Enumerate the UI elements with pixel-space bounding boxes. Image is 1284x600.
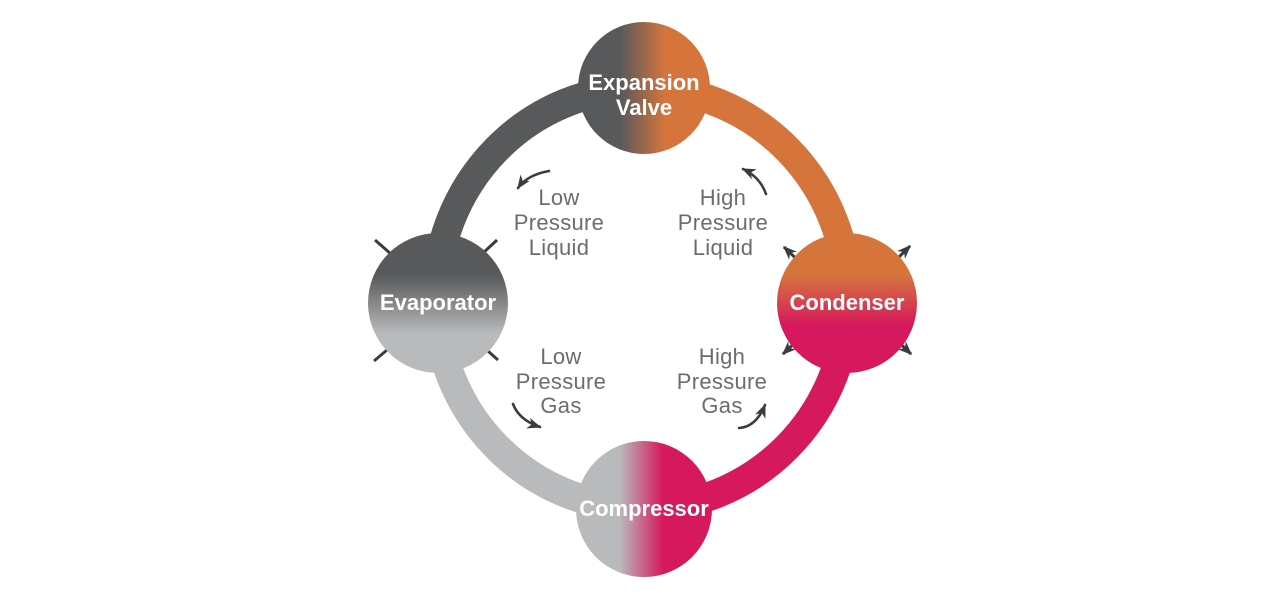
condenser-label: Condenser xyxy=(790,290,905,315)
flow-direction-arrows xyxy=(511,167,768,430)
low-pressure-gas-line1: Low xyxy=(540,344,581,369)
compressor-node xyxy=(576,441,712,577)
low-pressure-liquid-label: Low Pressure Liquid xyxy=(514,185,604,260)
high-pressure-gas-label: High Pressure Gas xyxy=(677,344,767,418)
compressor-label: Compressor xyxy=(579,496,709,521)
node-labels: Expansion Valve Condenser Compressor Eva… xyxy=(380,70,905,521)
low-pressure-gas-label: Low Pressure Gas xyxy=(516,344,606,418)
expansion-valve-node xyxy=(578,22,710,154)
low-pressure-gas-line2: Pressure xyxy=(516,369,606,394)
expansion-valve-label-line2: Valve xyxy=(616,95,672,120)
flow-arrow-low-pressure-liquid xyxy=(516,169,551,190)
low-pressure-liquid-line2: Pressure xyxy=(514,210,604,235)
expansion-valve-label-line1: Expansion xyxy=(588,70,699,95)
high-pressure-gas-line1: High xyxy=(699,344,745,369)
flow-labels: Low Pressure Liquid High Pressure Liquid… xyxy=(514,185,768,418)
high-pressure-gas-line2: Pressure xyxy=(677,369,767,394)
high-pressure-gas-line3: Gas xyxy=(701,393,742,418)
low-pressure-liquid-line3: Liquid xyxy=(529,235,590,260)
high-pressure-liquid-label: High Pressure Liquid xyxy=(678,185,768,260)
condenser-node xyxy=(777,233,917,373)
evaporator-label: Evaporator xyxy=(380,290,497,315)
high-pressure-liquid-line1: High xyxy=(700,185,746,210)
flow-arrow-high-pressure-gas xyxy=(737,403,767,430)
flow-arrow-high-pressure-liquid xyxy=(741,167,768,196)
flow-arrow-low-pressure-gas xyxy=(511,402,542,429)
low-pressure-liquid-line1: Low xyxy=(538,185,579,210)
cycle-nodes xyxy=(368,22,917,577)
high-pressure-liquid-line2: Pressure xyxy=(678,210,768,235)
evaporator-node xyxy=(368,233,508,373)
low-pressure-gas-line3: Gas xyxy=(540,393,581,418)
high-pressure-liquid-line3: Liquid xyxy=(693,235,754,260)
